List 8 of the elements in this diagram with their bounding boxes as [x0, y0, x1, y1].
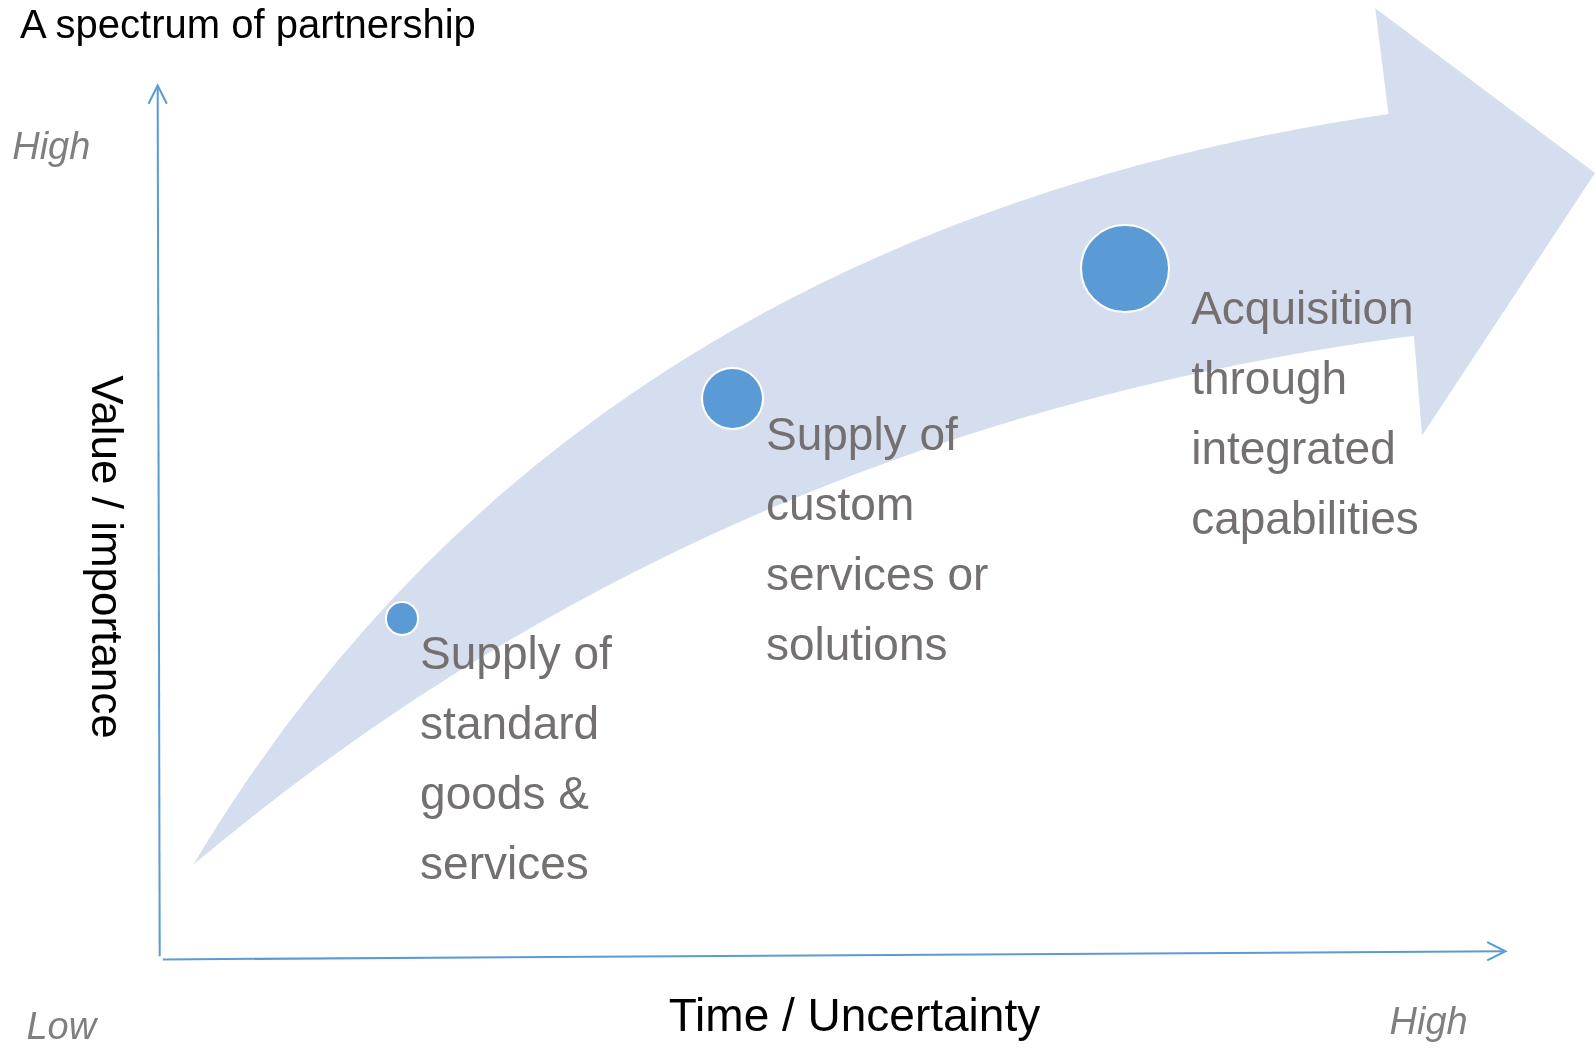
- axis-end-label: High: [1389, 1001, 1468, 1040]
- axis-end-label: High: [12, 127, 91, 166]
- title: A spectrum of partnership: [20, 1, 476, 48]
- axis-end-label: Low: [26, 1007, 97, 1046]
- axis-title: Value / importance: [84, 375, 129, 740]
- stage-label: Supply of standard goods & services: [420, 626, 613, 892]
- stage-label: Supply of custom services or solutions: [765, 406, 990, 672]
- stage-label: Acquisition through integrated capabilities: [1191, 280, 1420, 546]
